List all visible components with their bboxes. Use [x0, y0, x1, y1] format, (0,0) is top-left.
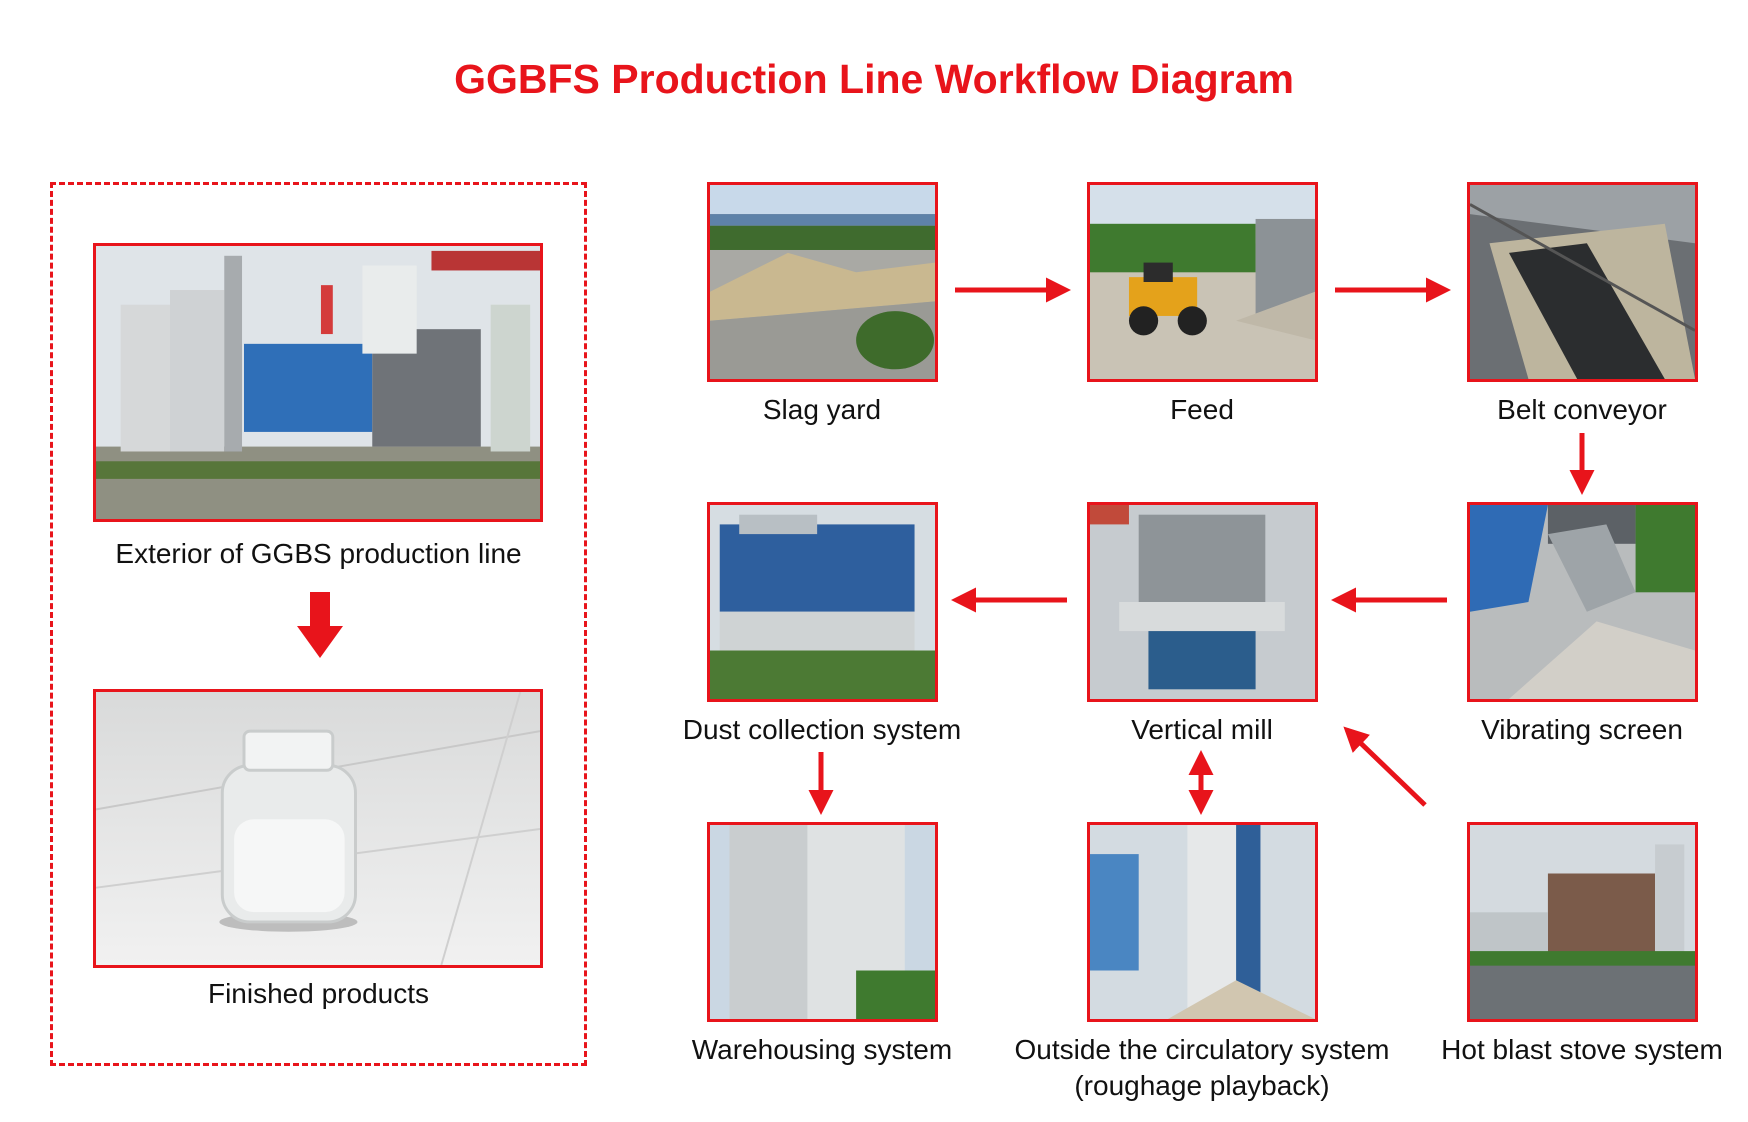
belt-conveyor-label: Belt conveyor — [1497, 394, 1667, 425]
finished-products-photo — [93, 689, 543, 968]
warehousing-label: Warehousing system — [691, 1034, 953, 1065]
hot-blast-label: Hot blast stove system — [1441, 1034, 1723, 1065]
product-panel — [50, 182, 587, 1066]
finished-label: Finished products — [207, 978, 429, 1009]
exterior-label: Exterior of GGBS production line — [115, 538, 522, 569]
dust-collection-label: Dust collection system — [682, 714, 962, 745]
circulatory-label-line1: Outside the circulatory system — [1014, 1034, 1390, 1065]
exterior-photo — [93, 243, 543, 522]
belt-conveyor-photo — [1467, 182, 1698, 382]
vertical-mill-label: Vertical mill — [1131, 714, 1273, 745]
vertical-mill-photo — [1087, 502, 1318, 702]
dust-collection-photo — [707, 502, 938, 702]
vibrating-screen-label: Vibrating screen — [1481, 714, 1683, 745]
hot-blast-stove-photo — [1467, 822, 1698, 1022]
feed-label: Feed — [1170, 394, 1234, 425]
arrow-hotblast-to-mill — [1343, 726, 1427, 807]
slag-yard-photo — [707, 182, 938, 382]
circulatory-system-photo — [1087, 822, 1318, 1022]
feed-photo — [1087, 182, 1318, 382]
slag-yard-label: Slag yard — [762, 394, 882, 425]
circulatory-label-line2: (roughage playback) — [1074, 1070, 1330, 1101]
page-title: GGBFS Production Line Workflow Diagram — [454, 56, 1294, 102]
down-arrow-to-finished — [297, 592, 343, 658]
vibrating-screen-photo — [1467, 502, 1698, 702]
warehousing-photo — [707, 822, 938, 1022]
